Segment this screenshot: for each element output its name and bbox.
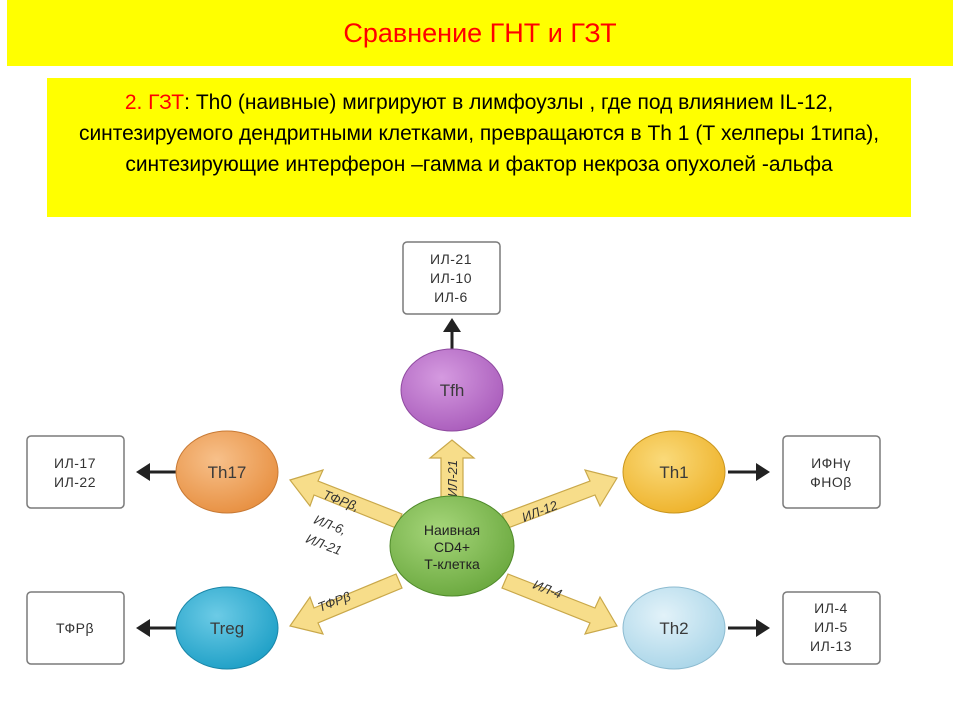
th17-output-box <box>26 435 125 509</box>
tfh-output-1: ИЛ-21 <box>430 251 472 267</box>
treg-output-box <box>26 591 125 665</box>
treg-signal-arrow <box>289 573 403 635</box>
th2-output-2: ИЛ-5 <box>814 619 848 635</box>
tfh-output-box <box>402 241 501 315</box>
th17-cell-label: Th17 <box>208 463 247 482</box>
treg-output-1: ТФРβ <box>56 620 94 636</box>
th1-cell <box>622 430 726 514</box>
treg-cell-label: Treg <box>210 619 244 638</box>
tfh-cell <box>400 348 504 432</box>
th2-cell <box>622 586 726 670</box>
th17-output-2: ИЛ-22 <box>54 474 96 490</box>
center-label-3: Т-клетка <box>424 556 480 572</box>
th1-cell-label: Th1 <box>659 463 688 482</box>
treg-cell <box>175 586 279 670</box>
description-lead: 2. ГЗТ <box>124 91 185 114</box>
th2-output-1: ИЛ-4 <box>814 600 848 616</box>
th1-output-2: ФНОβ <box>810 474 852 490</box>
tfh-output-3: ИЛ-6 <box>434 289 468 305</box>
th1-output-box <box>782 435 881 509</box>
th1-output-1: ИФНγ <box>811 455 851 471</box>
tfh-arrow-label: ИЛ-21 <box>445 460 460 497</box>
center-label-2: CD4+ <box>434 539 470 555</box>
th1-signal-arrow <box>501 469 618 529</box>
naive-cd4-cell <box>389 495 515 597</box>
tfh-signal-arrow <box>428 439 476 501</box>
th2-output-3: ИЛ-13 <box>810 638 852 654</box>
output-arrows <box>136 318 770 637</box>
signal-arrows <box>288 439 618 635</box>
tfh-output-2: ИЛ-10 <box>430 270 472 286</box>
description-colon: : <box>184 91 190 114</box>
description-box: 2. ГЗТ: Th0 (наивные) мигрируют в лимфоу… <box>47 78 911 217</box>
description-body: Th0 (наивные) мигрируют в лимфоузлы , гд… <box>78 91 880 176</box>
center-label-1: Наивная <box>424 522 480 538</box>
th17-signal-arrow <box>288 469 403 529</box>
th17-cell <box>175 430 279 514</box>
th2-cell-label: Th2 <box>659 619 688 638</box>
th17-output-1: ИЛ-17 <box>54 455 96 471</box>
th2-signal-arrow <box>501 573 618 635</box>
title-bar: Сравнение ГНТ и ГЗТ <box>7 0 953 66</box>
slide-title: Сравнение ГНТ и ГЗТ <box>343 17 617 48</box>
th2-output-box <box>782 591 881 665</box>
tfh-cell-label: Tfh <box>440 381 465 400</box>
